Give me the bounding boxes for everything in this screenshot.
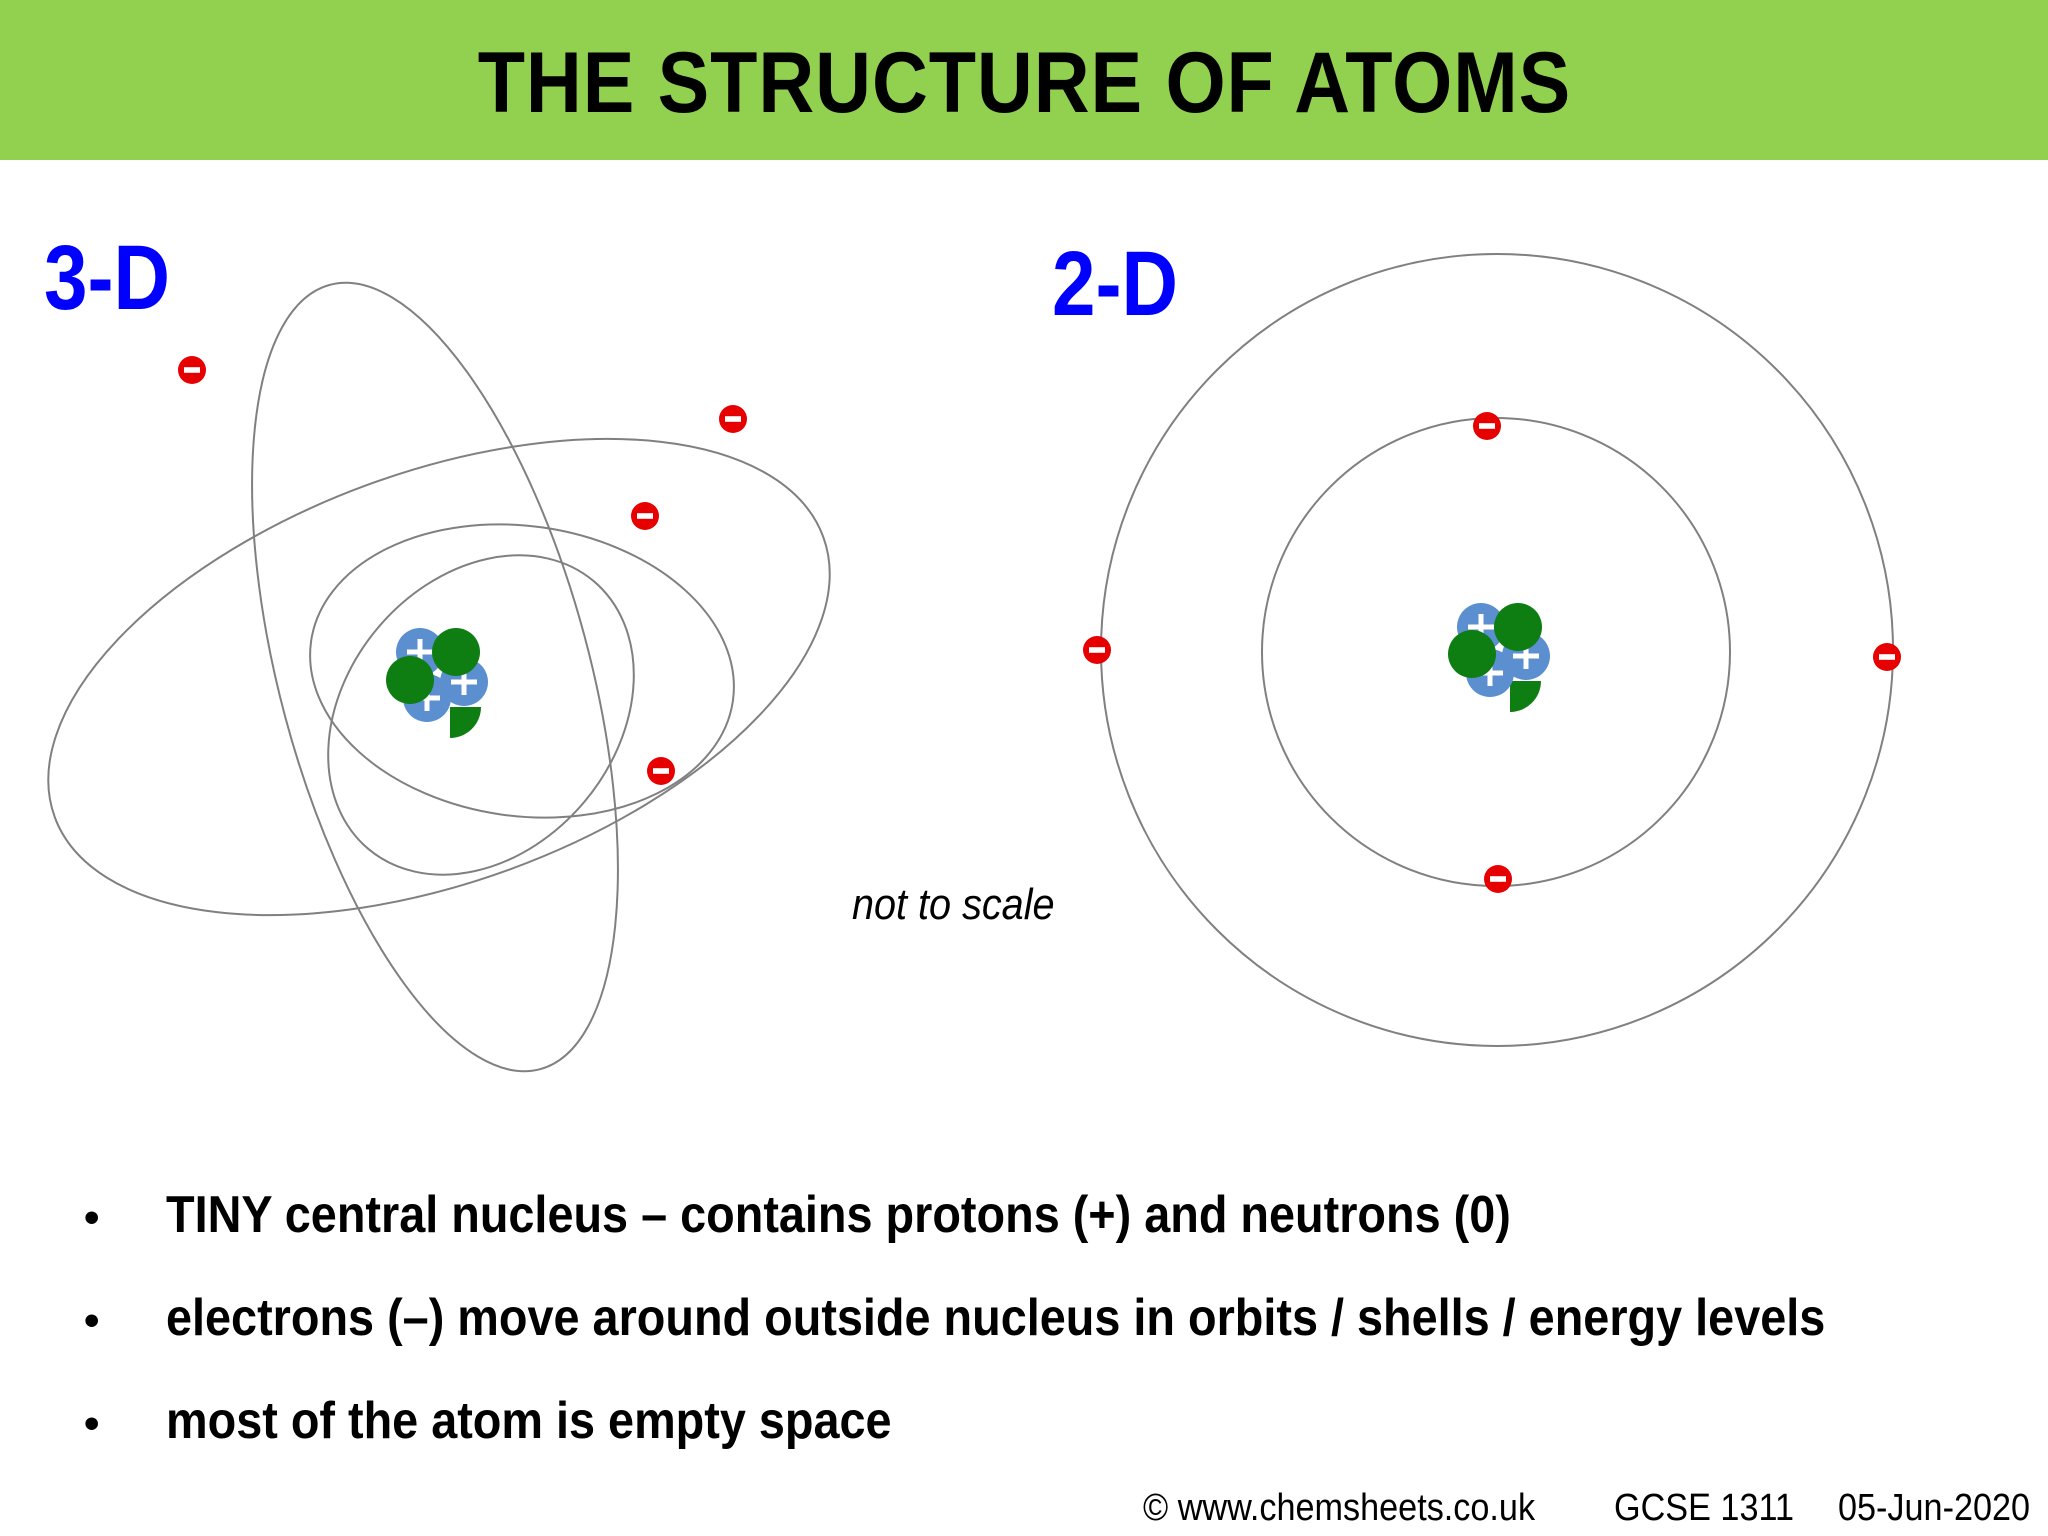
neutron [432, 628, 480, 676]
title-bar: THE STRUCTURE OF ATOMS [0, 0, 2048, 160]
orbit-3d-1 [251, 281, 619, 1073]
electron [178, 356, 206, 384]
electron [1484, 865, 1512, 893]
neutron-partial [450, 707, 481, 738]
nucleus-3d [386, 628, 488, 738]
bullet-icon: • [84, 1193, 100, 1242]
atom-3d [47, 281, 831, 1073]
atom-2d [1083, 253, 1901, 1047]
orbit-3d-3 [309, 523, 735, 819]
electron [631, 502, 659, 530]
scale-caption: not to scale [852, 880, 1055, 929]
footer-code: GCSE 1311 [1614, 1487, 1794, 1529]
bullet-icon: • [84, 1399, 100, 1448]
bullet-item: • electrons (–) move around outside nucl… [84, 1288, 1984, 1391]
bullet-text: TINY central nucleus – contains protons … [166, 1186, 1511, 1244]
neutron [1448, 630, 1496, 678]
footer-date: 05-Jun-2020 [1838, 1487, 2031, 1529]
bullet-item: • most of the atom is empty space [84, 1391, 1984, 1494]
shells-2d [1100, 253, 1894, 1047]
neutron [1494, 603, 1542, 651]
electron [1873, 643, 1901, 671]
orbit-3d-4 [327, 554, 635, 876]
electron [1083, 636, 1111, 664]
bullet-item: • TINY central nucleus – contains proton… [84, 1185, 1984, 1288]
bullet-text: electrons (–) move around outside nucleu… [166, 1289, 1826, 1347]
label-2d: 2-D [1052, 233, 1179, 335]
bullet-text: most of the atom is empty space [166, 1392, 892, 1450]
neutron-partial [1510, 681, 1541, 712]
bullet-list: • TINY central nucleus – contains proton… [84, 1185, 1984, 1494]
orbit-3d-2 [47, 437, 831, 917]
outer-shell [1100, 253, 1894, 1047]
label-3d: 3-D [44, 227, 171, 329]
electron [647, 757, 675, 785]
electron [1473, 412, 1501, 440]
orbits-3d [47, 281, 831, 1073]
footer-copyright: © www.chemsheets.co.uk [1143, 1487, 1536, 1529]
bullet-icon: • [84, 1296, 100, 1345]
neutron [386, 656, 434, 704]
page-title: THE STRUCTURE OF ATOMS [477, 34, 1571, 131]
nucleus-2d [1448, 603, 1550, 712]
electron [719, 405, 747, 433]
